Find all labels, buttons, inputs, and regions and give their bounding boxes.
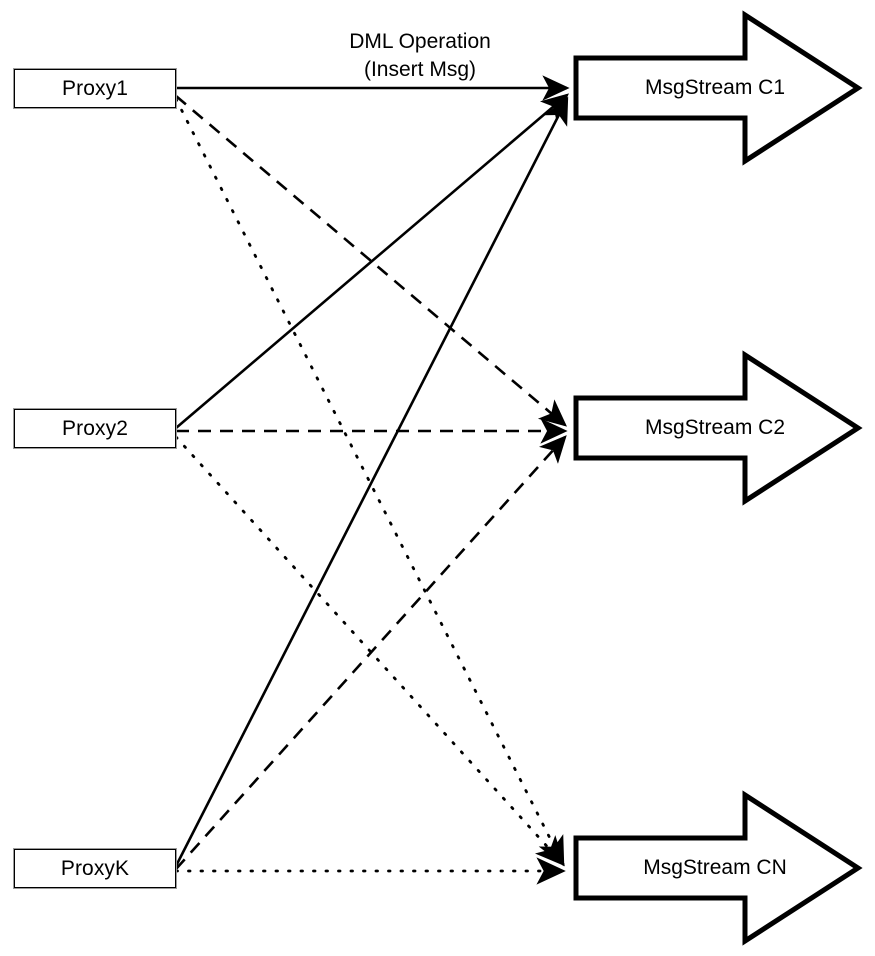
edge-proxyk-to-c1 (174, 96, 569, 867)
edge-proxy2-to-c1 (175, 93, 569, 429)
proxy-node-proxy2[interactable]: Proxy2 (13, 408, 177, 449)
edge-proxy1-to-cn (174, 97, 565, 867)
edge-proxy2-to-cn (174, 435, 565, 867)
proxy-node-label: Proxy1 (62, 77, 128, 100)
edge-proxyk-to-c2 (175, 435, 567, 870)
proxy-node-proxyk[interactable]: ProxyK (13, 848, 177, 889)
stream-label-stream-cn: MsgStream CN (643, 856, 787, 879)
stream-label-stream-c2: MsgStream C2 (644, 416, 786, 439)
proxy-node-label: ProxyK (60, 857, 130, 880)
shape-stream-c2 (573, 350, 863, 506)
proxy-node-label: Proxy2 (62, 417, 128, 440)
stream-shape-group (573, 10, 863, 946)
stream-label-stream-c1: MsgStream C1 (644, 76, 786, 99)
edge-proxy1-to-c2 (175, 95, 567, 427)
proxy-node-proxy1[interactable]: Proxy1 (13, 68, 177, 109)
shape-stream-cn (573, 790, 863, 946)
edge-group (174, 75, 570, 885)
shape-stream-c1 (573, 10, 863, 166)
edge-caption: DML Operation (Insert Msg) (349, 30, 491, 81)
